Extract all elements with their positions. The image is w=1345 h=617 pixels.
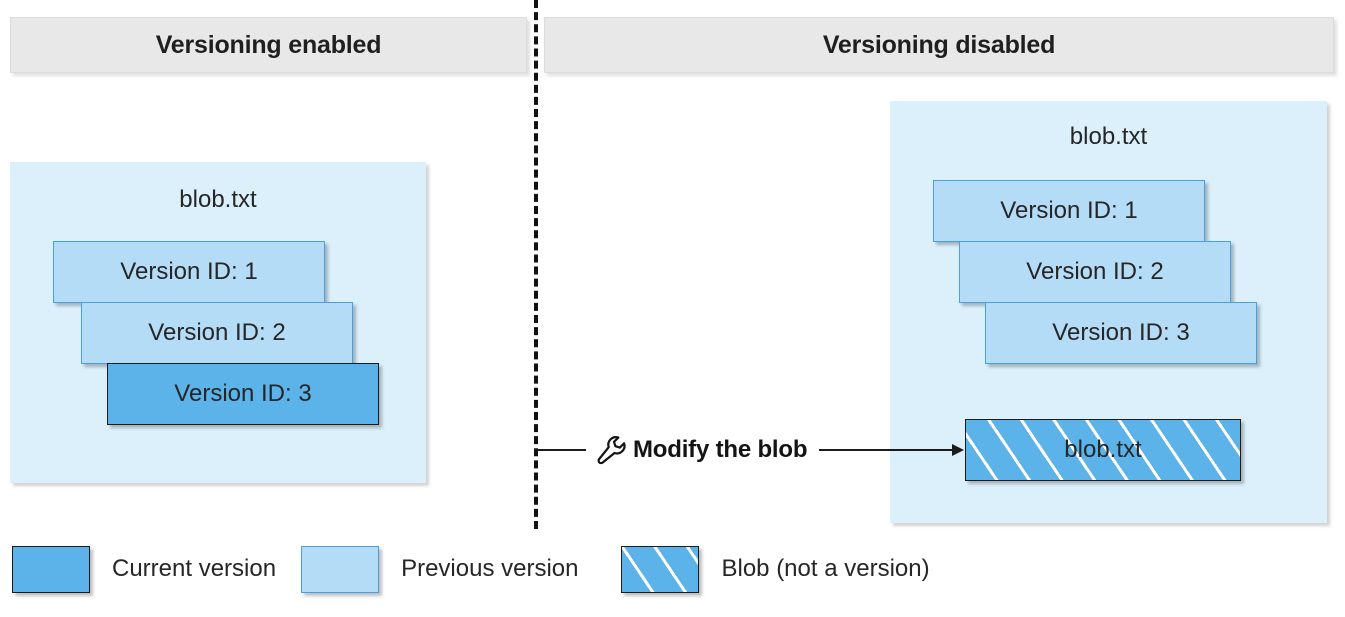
modify-connector-line — [534, 449, 586, 451]
legend-item-previous-version: Previous version — [301, 545, 579, 593]
modify-blob-action: Modify the blob — [534, 432, 964, 468]
version-box-right-2: Version ID: 2 — [959, 241, 1231, 303]
legend-label-previous-version: Previous version — [401, 555, 579, 582]
legend-swatch-previous-version — [301, 545, 380, 593]
version-box-right-2-label: Version ID: 2 — [1026, 258, 1164, 285]
panel-divider-dashed-line — [534, 0, 538, 529]
modify-blob-label: Modify the blob — [633, 436, 808, 463]
modify-arrow-icon — [819, 444, 964, 456]
wrench-icon — [597, 436, 626, 465]
blob-name-label-right: blob.txt — [1069, 123, 1148, 150]
panel-header-versioning-enabled: Versioning enabled — [10, 17, 527, 73]
blob-name-label-left: blob.txt — [179, 186, 257, 213]
panel-header-versioning-disabled: Versioning disabled — [544, 17, 1334, 73]
version-box-left-1: Version ID: 1 — [53, 241, 325, 303]
arrow-shaft — [819, 449, 953, 451]
modified-blob-label: blob.txt — [1064, 436, 1142, 463]
legend-item-current-version: Current version — [12, 545, 277, 593]
version-box-left-1-label: Version ID: 1 — [120, 258, 258, 285]
panel-header-right-label: Versioning disabled — [822, 30, 1056, 59]
version-box-right-1-label: Version ID: 1 — [1000, 197, 1138, 224]
version-box-left-3-label: Version ID: 3 — [174, 380, 312, 407]
modified-blob-box: blob.txt — [965, 419, 1241, 481]
version-box-left-2-label: Version ID: 2 — [148, 319, 286, 346]
arrow-head — [952, 444, 964, 456]
legend-swatch-current-version — [12, 545, 90, 593]
panel-header-left-label: Versioning enabled — [155, 30, 382, 59]
version-box-right-1: Version ID: 1 — [933, 180, 1205, 242]
version-box-right-3: Version ID: 3 — [985, 302, 1257, 364]
version-box-left-3-current: Version ID: 3 — [107, 363, 379, 425]
version-box-right-3-label: Version ID: 3 — [1052, 319, 1190, 346]
version-box-left-2: Version ID: 2 — [81, 302, 353, 364]
blob-container-versioning-enabled: blob.txt Version ID: 1 Version ID: 2 Ver… — [10, 162, 426, 483]
legend-label-blob-not-a-version: Blob (not a version) — [721, 555, 930, 582]
legend-swatch-blob-not-a-version — [621, 545, 700, 593]
legend-label-current-version: Current version — [112, 555, 277, 582]
legend-item-blob-not-a-version: Blob (not a version) — [621, 545, 930, 593]
legend: Current version Previous version Blob (n… — [12, 541, 1012, 597]
